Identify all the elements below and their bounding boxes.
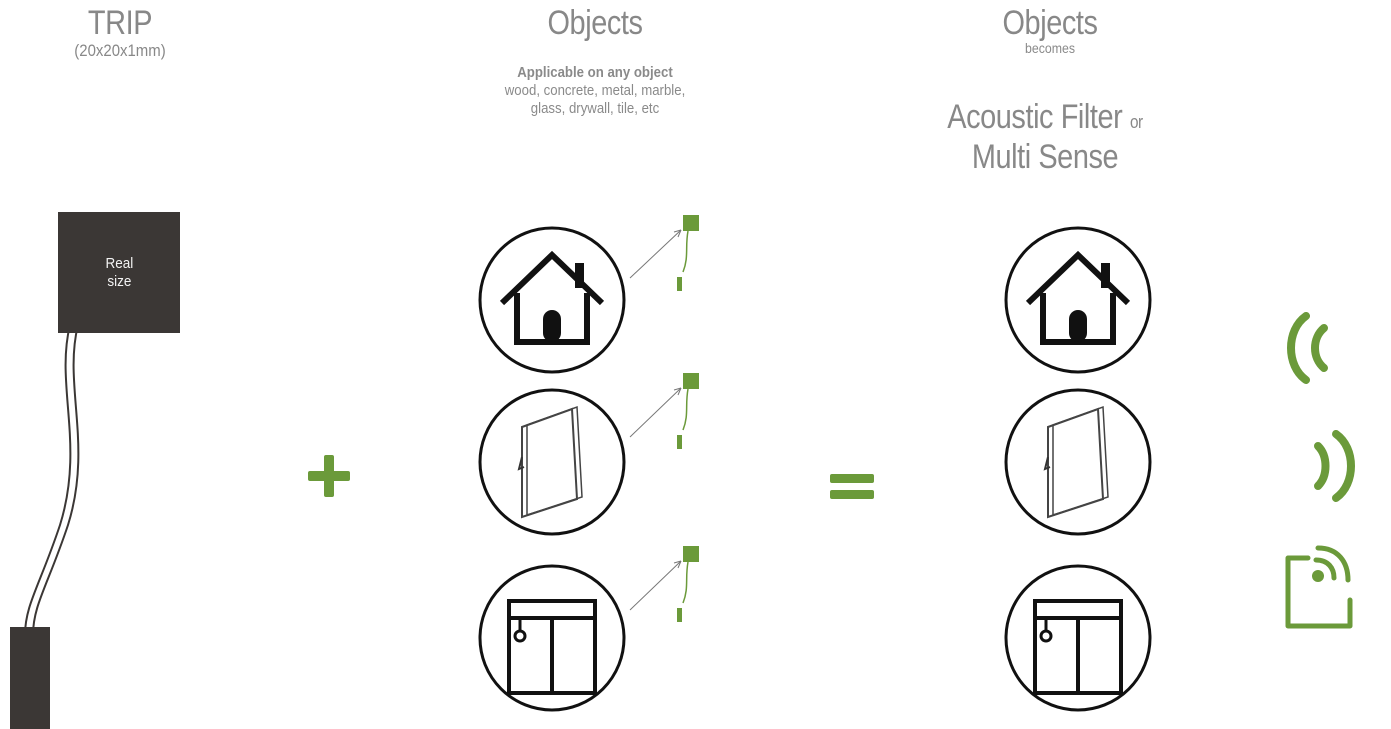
objects-header: Objects Applicable on any object wood, c… bbox=[460, 6, 730, 118]
door-icon bbox=[1004, 388, 1152, 536]
objects-title: Objects bbox=[547, 4, 643, 42]
or-label: or bbox=[1129, 112, 1143, 132]
trip-connector-plug bbox=[10, 627, 50, 729]
acoustic-filter-line: Acoustic Filter or bbox=[926, 100, 1164, 134]
equals-icon bbox=[830, 474, 874, 499]
equals-sign bbox=[830, 474, 874, 505]
house-icon bbox=[478, 226, 626, 374]
real-size-label-line1: Real bbox=[105, 255, 133, 273]
result-header: Objects becomes bbox=[930, 6, 1170, 57]
window-icon bbox=[1004, 564, 1152, 712]
becomes-label: becomes bbox=[1025, 40, 1075, 56]
plus-icon bbox=[308, 455, 350, 497]
real-size-label-line2: size bbox=[106, 272, 131, 290]
trip-mini-device-3 bbox=[629, 546, 699, 622]
plus-sign bbox=[308, 455, 350, 502]
sound-waves-left-icon bbox=[1287, 312, 1328, 384]
materials-line2: glass, drywall, tile, etc bbox=[530, 100, 660, 117]
trip-mini-device-1 bbox=[629, 215, 699, 291]
acoustic-filter-label: Acoustic Filter bbox=[947, 98, 1123, 136]
trip-dimensions: (20x20x1mm) bbox=[74, 41, 166, 60]
trip-mini-device-2 bbox=[629, 373, 699, 449]
trip-cable bbox=[24, 324, 80, 636]
result-title: Objects bbox=[1002, 4, 1098, 42]
trip-header: TRIP (20x20x1mm) bbox=[40, 6, 200, 61]
result-outcome: Acoustic Filter or Multi Sense bbox=[905, 100, 1185, 174]
sound-waves-right-icon bbox=[1314, 430, 1355, 502]
house-icon bbox=[1004, 226, 1152, 374]
trip-title: TRIP bbox=[87, 4, 153, 42]
trip-device-real-size: Real size bbox=[58, 212, 180, 333]
applicable-heading: Applicable on any object bbox=[517, 64, 673, 81]
sense-panel-icon bbox=[1285, 545, 1353, 629]
door-icon bbox=[478, 388, 626, 536]
multi-sense-label: Multi Sense bbox=[971, 138, 1119, 176]
materials-line1: wood, concrete, metal, marble, bbox=[504, 82, 686, 99]
window-icon bbox=[478, 564, 626, 712]
